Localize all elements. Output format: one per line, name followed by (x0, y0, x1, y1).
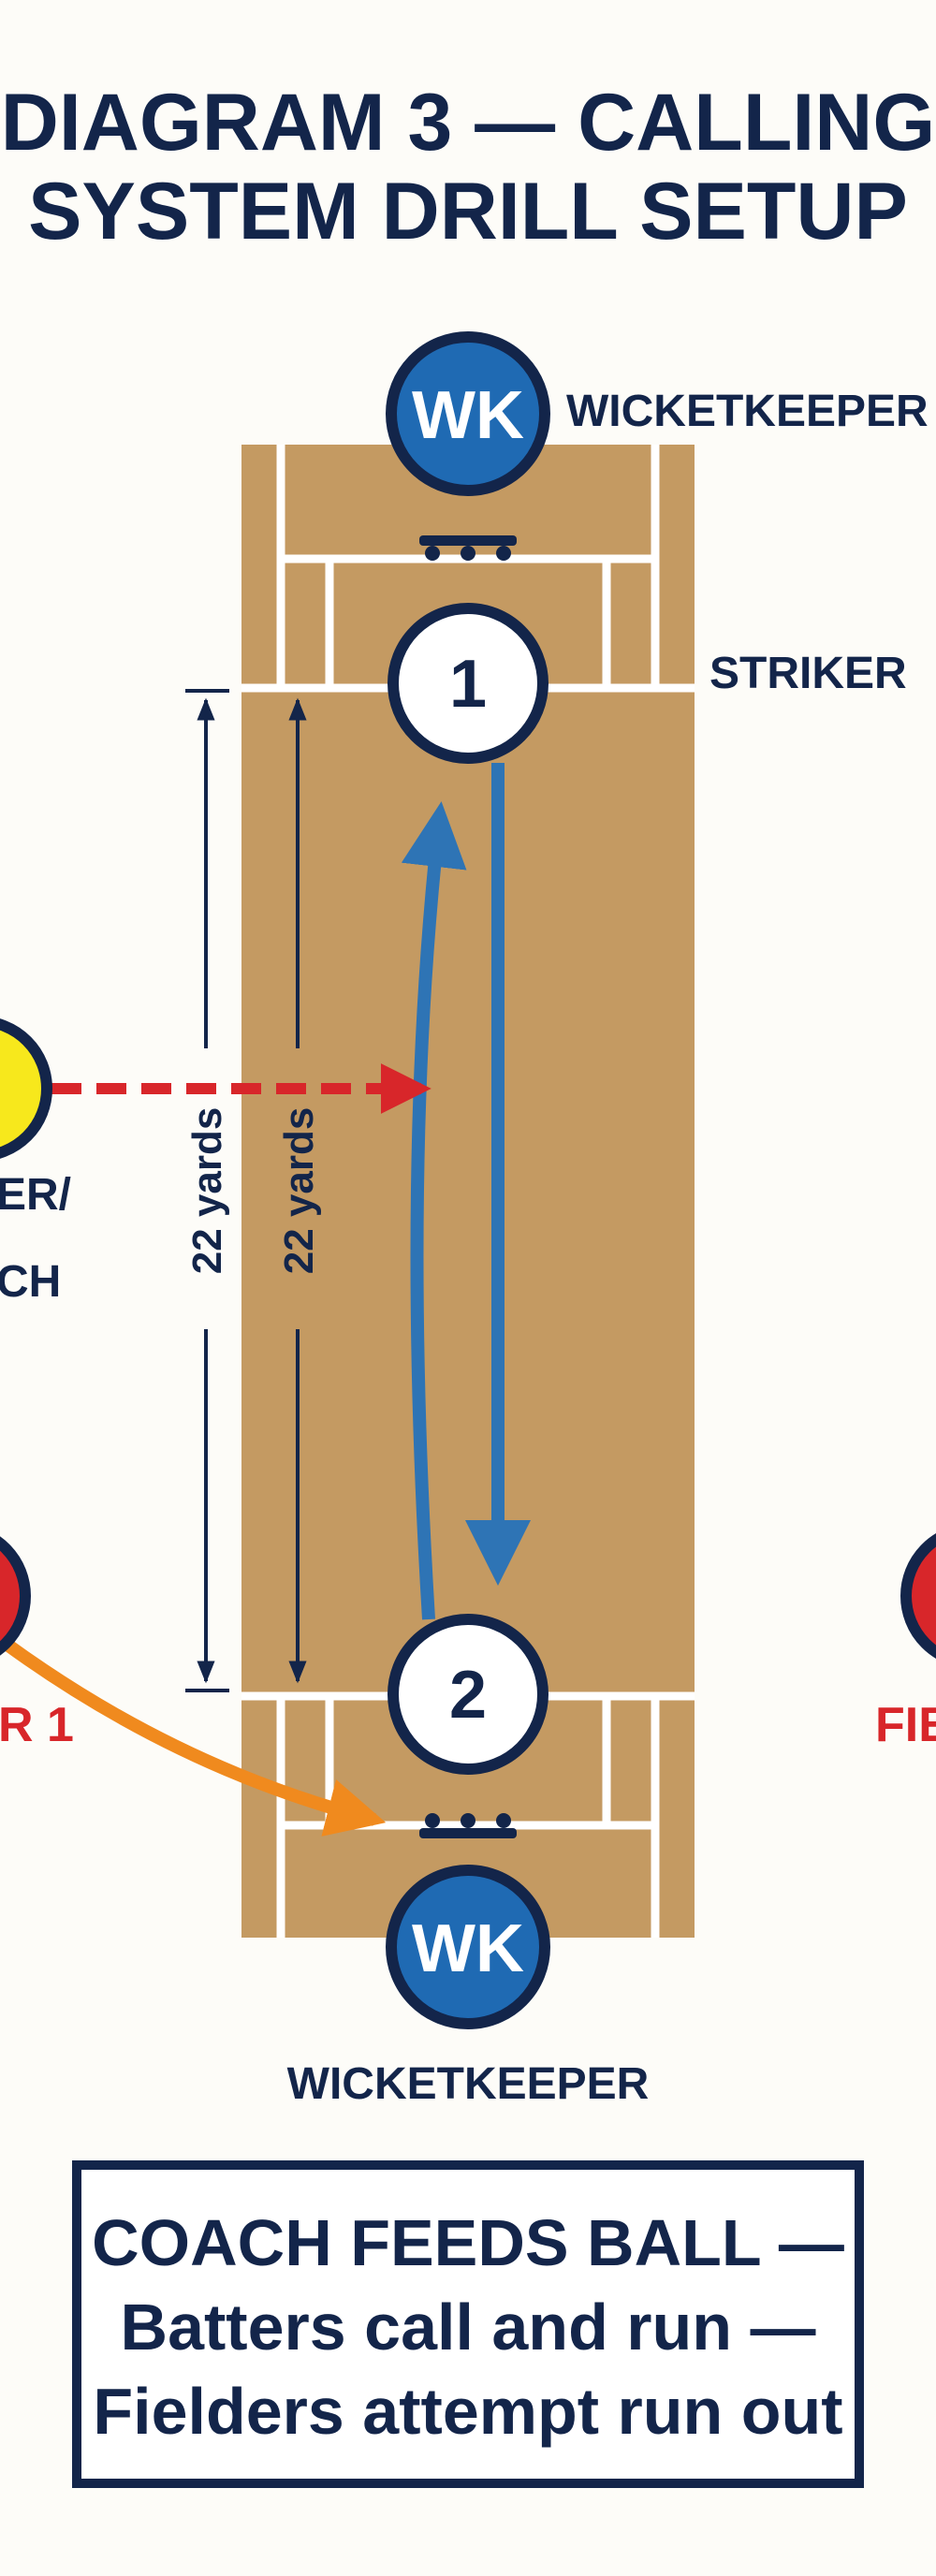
title-line-1: DIAGRAM 3 — CALLING (1, 78, 936, 168)
caption-line-1: COACH FEEDS BALL — (92, 2206, 844, 2279)
bottom-stumps (419, 1813, 517, 1838)
title-line-2: SYSTEM DRILL SETUP (28, 167, 908, 256)
run-arrow-up (401, 801, 467, 1620)
fielder-left: R 1 (0, 1536, 74, 1752)
dimension-inner: 22 yards (276, 697, 322, 1684)
non-striker-marker (388, 1614, 548, 1775)
non-striker: 2 (388, 1614, 548, 1775)
top-wicketkeeper: WK WICKETKEEPER (386, 331, 929, 496)
striker-label: STRIKER (709, 649, 907, 698)
striker: 1 STRIKER (388, 603, 907, 764)
dimension-outer-label: 22 yards (184, 1107, 230, 1275)
fielder-throw-arrow (0, 1637, 387, 1837)
striker-number: 1 (449, 647, 487, 722)
fielder-right-label: FIE (875, 1698, 936, 1752)
non-striker-number: 2 (449, 1658, 487, 1733)
bottom-wicketkeeper-badge-text: WK (412, 1911, 524, 1986)
caption-line-3: Fielders attempt run out (93, 2375, 842, 2448)
top-wicketkeeper-label: WICKETKEEPER (566, 387, 929, 436)
caption-box: COACH FEEDS BALL — Batters call and run … (72, 2160, 864, 2488)
top-wicketkeeper-badge (386, 331, 550, 496)
striker-marker (388, 603, 548, 764)
bottom-wicketkeeper-label: WICKETKEEPER (287, 2059, 650, 2109)
fielder-left-label: R 1 (0, 1698, 74, 1752)
top-stumps (419, 535, 517, 561)
caption-line-2: Batters call and run — (121, 2291, 816, 2364)
dimension-outer: 22 yards (184, 689, 230, 1692)
coach-label-line-2: CH (0, 1257, 61, 1307)
dimension-inner-label: 22 yards (276, 1107, 322, 1275)
coach-marker (0, 1018, 52, 1159)
bottom-wicketkeeper: WK WICKETKEEPER (287, 1865, 650, 2109)
fielder-right-marker (900, 1533, 936, 1659)
bottom-wicketkeeper-badge (386, 1865, 550, 2029)
coach: ER/ CH (0, 1018, 71, 1307)
top-wicketkeeper-badge-text: WK (412, 378, 524, 453)
fielder-right: FIE (875, 1533, 936, 1752)
fielder-left-marker (0, 1536, 31, 1656)
coach-label-line-1: ER/ (0, 1170, 71, 1220)
